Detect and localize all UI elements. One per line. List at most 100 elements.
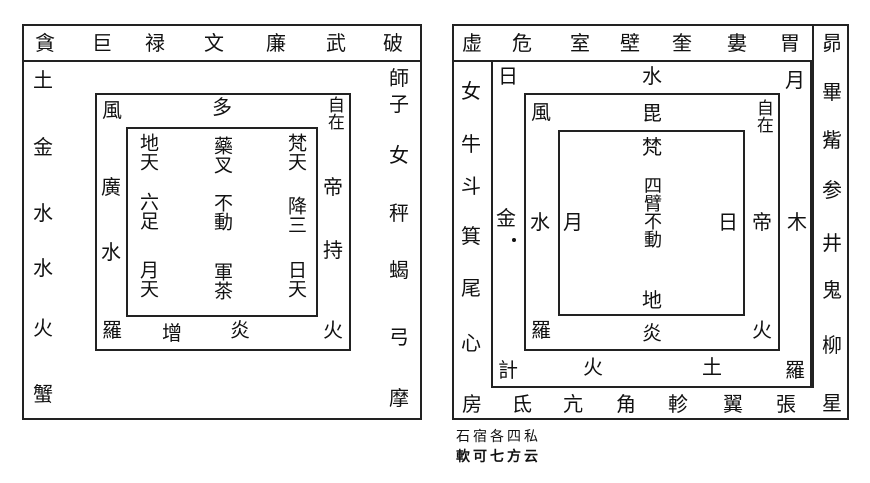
left-outer-top-char: 貪	[35, 31, 55, 55]
caption-line-2: 軟可七方云	[456, 449, 541, 465]
caption-line-1: 石宿各四私	[456, 429, 541, 445]
right-mandala-third-ring	[524, 93, 780, 351]
right-inner-bottom: 地	[642, 288, 662, 312]
left-outer-right-char: 弓	[389, 325, 409, 349]
right-outer-bottom-char: 翼	[723, 392, 743, 416]
right-inner-top2: 梵	[642, 135, 662, 159]
left-outer-top-char: 禄	[145, 31, 165, 55]
right-outer-bottom-char: 亢	[563, 392, 583, 416]
left-inner-tc: 藥叉	[210, 136, 233, 174]
left-middle-tl: 風	[102, 98, 122, 122]
left-outer-top-char: 文	[204, 31, 224, 55]
right-outer-left-char: 斗	[461, 174, 481, 198]
right-outer-top-char: 室	[570, 31, 590, 55]
left-middle-left-char: 水	[101, 240, 121, 264]
right-inner-top: 毘	[642, 101, 662, 125]
right-outer-top-char: 婁	[727, 31, 747, 55]
right-third-tl: 風	[531, 100, 551, 124]
right-third-bl: 羅	[531, 318, 551, 342]
left-inner-mr: 降三	[284, 196, 307, 234]
right-outer-right-char: 鬼	[822, 278, 842, 302]
left-outer-left-char: 水	[33, 201, 53, 225]
right-outer-left-char: 女	[461, 79, 481, 103]
right-outer-top-char: 危	[512, 31, 532, 55]
right-second-tl: 日	[498, 64, 518, 88]
right-mandala-outer-frame	[452, 24, 849, 420]
left-outer-right-char: 師	[389, 66, 409, 90]
left-outer-right-char: 秤	[389, 201, 409, 225]
right-second-right: 木	[787, 210, 807, 234]
left-mandala-top-band-divider	[22, 60, 422, 62]
left-outer-right-char: 摩	[389, 386, 409, 410]
right-outer-bottom-char: 張	[776, 392, 796, 416]
right-outer-right-char: 井	[822, 231, 842, 255]
left-middle-bottom-char: 炎	[230, 318, 250, 342]
left-inner-br: 日天	[284, 260, 307, 298]
left-middle-tr: 自在	[323, 96, 344, 130]
left-inner-tl: 地天	[136, 133, 159, 171]
right-inner-bottom2: 炎	[642, 321, 662, 345]
right-outer-bottom-char: 房	[462, 392, 482, 416]
left-outer-left-char: 水	[33, 256, 53, 280]
right-third-tr: 自在	[752, 99, 773, 133]
left-inner-tr: 梵天	[284, 133, 307, 171]
left-middle-bottom-char: 增	[162, 321, 182, 345]
right-outer-left-ring-char: 金	[496, 206, 516, 230]
right-third-right: 帝	[752, 210, 772, 234]
left-outer-right-char: 子	[389, 92, 409, 116]
left-outer-top-char: 巨	[92, 31, 112, 55]
left-mandala-outer-frame	[22, 24, 422, 420]
right-second-tr: 月	[785, 68, 805, 92]
right-inner-center: 四臂不動	[641, 176, 662, 248]
right-mandala-second-ring	[491, 60, 812, 388]
left-outer-left-char: 火	[33, 316, 53, 340]
right-mandala-right-band-divider	[812, 24, 814, 388]
left-mandala-middle-ring	[95, 93, 351, 351]
right-third-left: 水	[530, 210, 550, 234]
right-outer-left-char: 心	[461, 331, 481, 355]
right-outer-top-char: 虚	[462, 31, 482, 55]
left-inner-ml: 六足	[136, 192, 159, 230]
left-outer-left-char: 金	[33, 135, 53, 159]
left-middle-br: 火	[323, 318, 343, 342]
right-second-bottom-char: 土	[702, 355, 722, 379]
right-outer-right-char: 参	[822, 178, 842, 202]
left-outer-top-char: 破	[383, 31, 403, 55]
left-middle-left-char: 廣	[101, 175, 121, 199]
right-outer-left-char: 箕	[461, 224, 481, 248]
left-middle-right-char: 持	[323, 238, 343, 262]
right-outer-bottom-char: 軫	[668, 392, 688, 416]
left-outer-right-char: 蝎	[389, 258, 409, 282]
right-outer-right-char: 昴	[822, 31, 842, 55]
left-outer-left-char: 土	[33, 68, 53, 92]
left-outer-top-char: 廉	[266, 31, 286, 55]
right-outer-left-ring-dot	[512, 238, 516, 242]
left-middle-right-char: 帝	[323, 175, 343, 199]
right-outer-right-char: 觜	[822, 128, 842, 152]
right-second-top: 水	[642, 64, 662, 88]
right-outer-right-char: 柳	[822, 333, 842, 357]
right-outer-top-char: 胃	[780, 31, 800, 55]
right-outer-top-char: 壁	[620, 31, 640, 55]
right-mandala-inner-ring	[558, 130, 745, 316]
left-middle-bl: 羅	[102, 318, 122, 342]
right-third-br: 火	[752, 318, 772, 342]
right-second-br: 羅	[785, 358, 805, 382]
right-second-bl: 計	[498, 358, 518, 382]
right-outer-bottom-char: 角	[616, 392, 636, 416]
right-inner-left: 月	[563, 210, 583, 234]
right-outer-top-char: 奎	[672, 31, 692, 55]
left-mandala-inner-ring	[126, 127, 318, 317]
left-middle-top: 多	[212, 95, 232, 119]
right-outer-bottom-char: 氐	[512, 392, 532, 416]
right-outer-right-char: 畢	[822, 80, 842, 104]
right-second-bottom-char: 火	[583, 355, 603, 379]
left-outer-left-char: 蟹	[33, 382, 53, 406]
left-outer-top-char: 武	[326, 31, 346, 55]
right-outer-left-char: 牛	[461, 132, 481, 156]
right-outer-right-char: 星	[822, 391, 842, 415]
right-outer-left-char: 尾	[461, 276, 481, 300]
left-inner-bl: 月天	[136, 260, 159, 298]
left-inner-mc: 不動	[210, 193, 233, 231]
left-outer-right-char: 女	[389, 143, 409, 167]
